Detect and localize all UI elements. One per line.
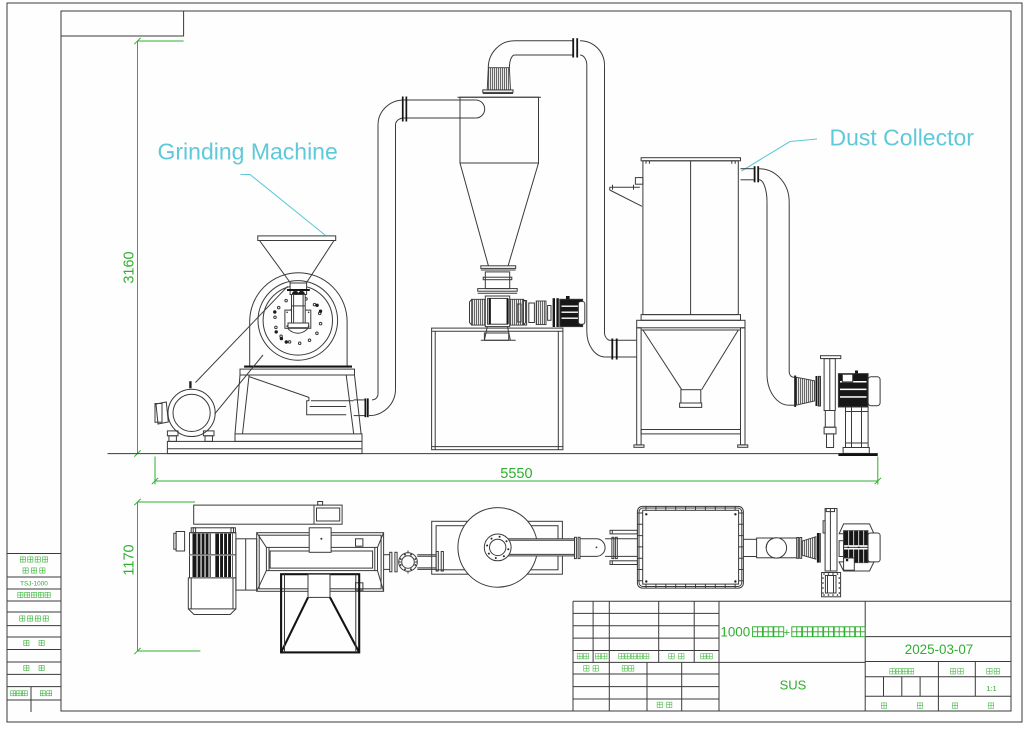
svg-text:+: + (784, 627, 790, 639)
svg-text:3160: 3160 (122, 251, 138, 283)
svg-text:Grinding Machine: Grinding Machine (158, 139, 338, 165)
svg-text:TSJ-1000: TSJ-1000 (20, 580, 48, 587)
svg-text:2025-03-07: 2025-03-07 (905, 642, 974, 657)
svg-text:1170: 1170 (122, 544, 138, 575)
svg-text:1:1: 1:1 (986, 684, 997, 693)
svg-text:Dust Collector: Dust Collector (830, 125, 975, 151)
svg-text:5550: 5550 (500, 466, 532, 482)
svg-text:SUS: SUS (780, 678, 807, 693)
svg-text:1000: 1000 (720, 625, 750, 640)
